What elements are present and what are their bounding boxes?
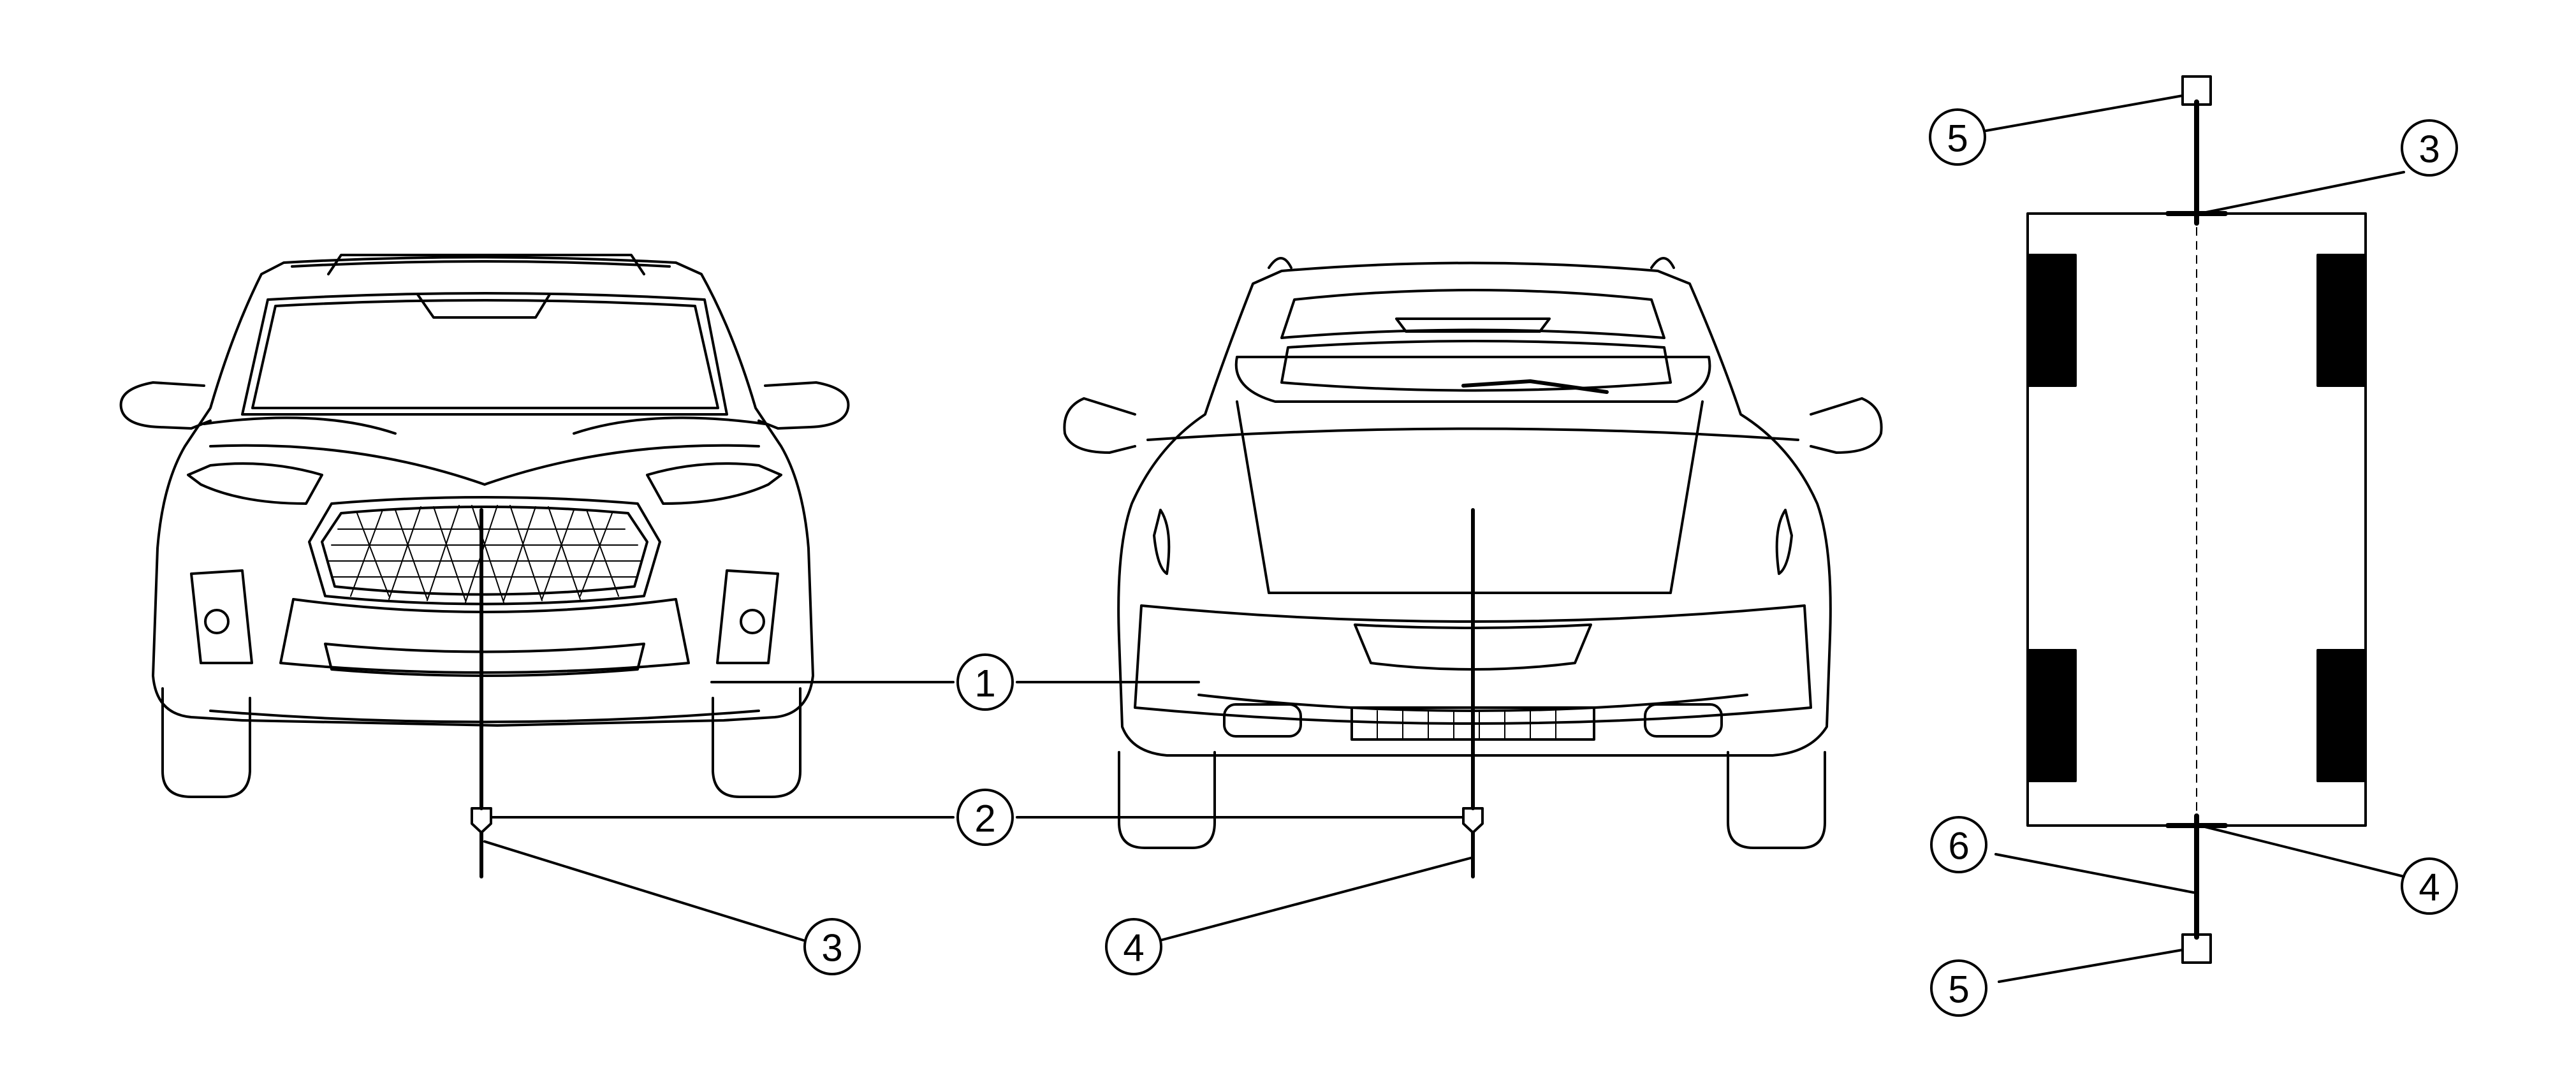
callout-label-6: 6 — [1948, 825, 1969, 868]
callout-label-5-bottom: 5 — [1948, 968, 1969, 1011]
wheel-front-right — [2316, 254, 2367, 387]
callout-circle-3-front — [803, 918, 861, 975]
callout-label-3-top: 3 — [2419, 128, 2440, 171]
plumb-lines — [471, 94, 2405, 983]
callout-circle-6 — [1930, 816, 1987, 873]
front-center-mark — [2165, 201, 2228, 226]
callout-label-5-top: 5 — [1947, 117, 1968, 160]
callout-circle-2 — [956, 789, 1014, 846]
top-view-layout — [2026, 75, 2367, 964]
callout-label-3-front: 3 — [821, 927, 842, 970]
callout-label-4-rear: 4 — [1123, 927, 1144, 970]
callout-circle-5-bottom — [1930, 959, 1987, 1017]
wheel-rear-right — [2316, 649, 2367, 782]
stake-top — [2181, 75, 2212, 106]
callout-circle-5-top — [1929, 108, 1986, 166]
callout-circle-4-rear — [1105, 918, 1162, 975]
rear-view-vehicle — [1063, 257, 1883, 849]
wheel-front-left — [2026, 254, 2077, 387]
callout-label-4-top: 4 — [2419, 866, 2440, 909]
plumb-bob-front — [471, 807, 492, 834]
callout-circle-3-top — [2401, 119, 2458, 177]
callout-label-1: 1 — [974, 662, 995, 705]
plumb-bob-rear — [1462, 807, 1484, 834]
wheel-rear-left — [2026, 649, 2077, 782]
callout-circle-1 — [956, 653, 1014, 711]
callout-label-2: 2 — [974, 797, 995, 840]
rear-center-mark — [2165, 813, 2228, 838]
callout-circle-4-top — [2401, 857, 2458, 915]
front-view-vehicle — [119, 254, 850, 798]
